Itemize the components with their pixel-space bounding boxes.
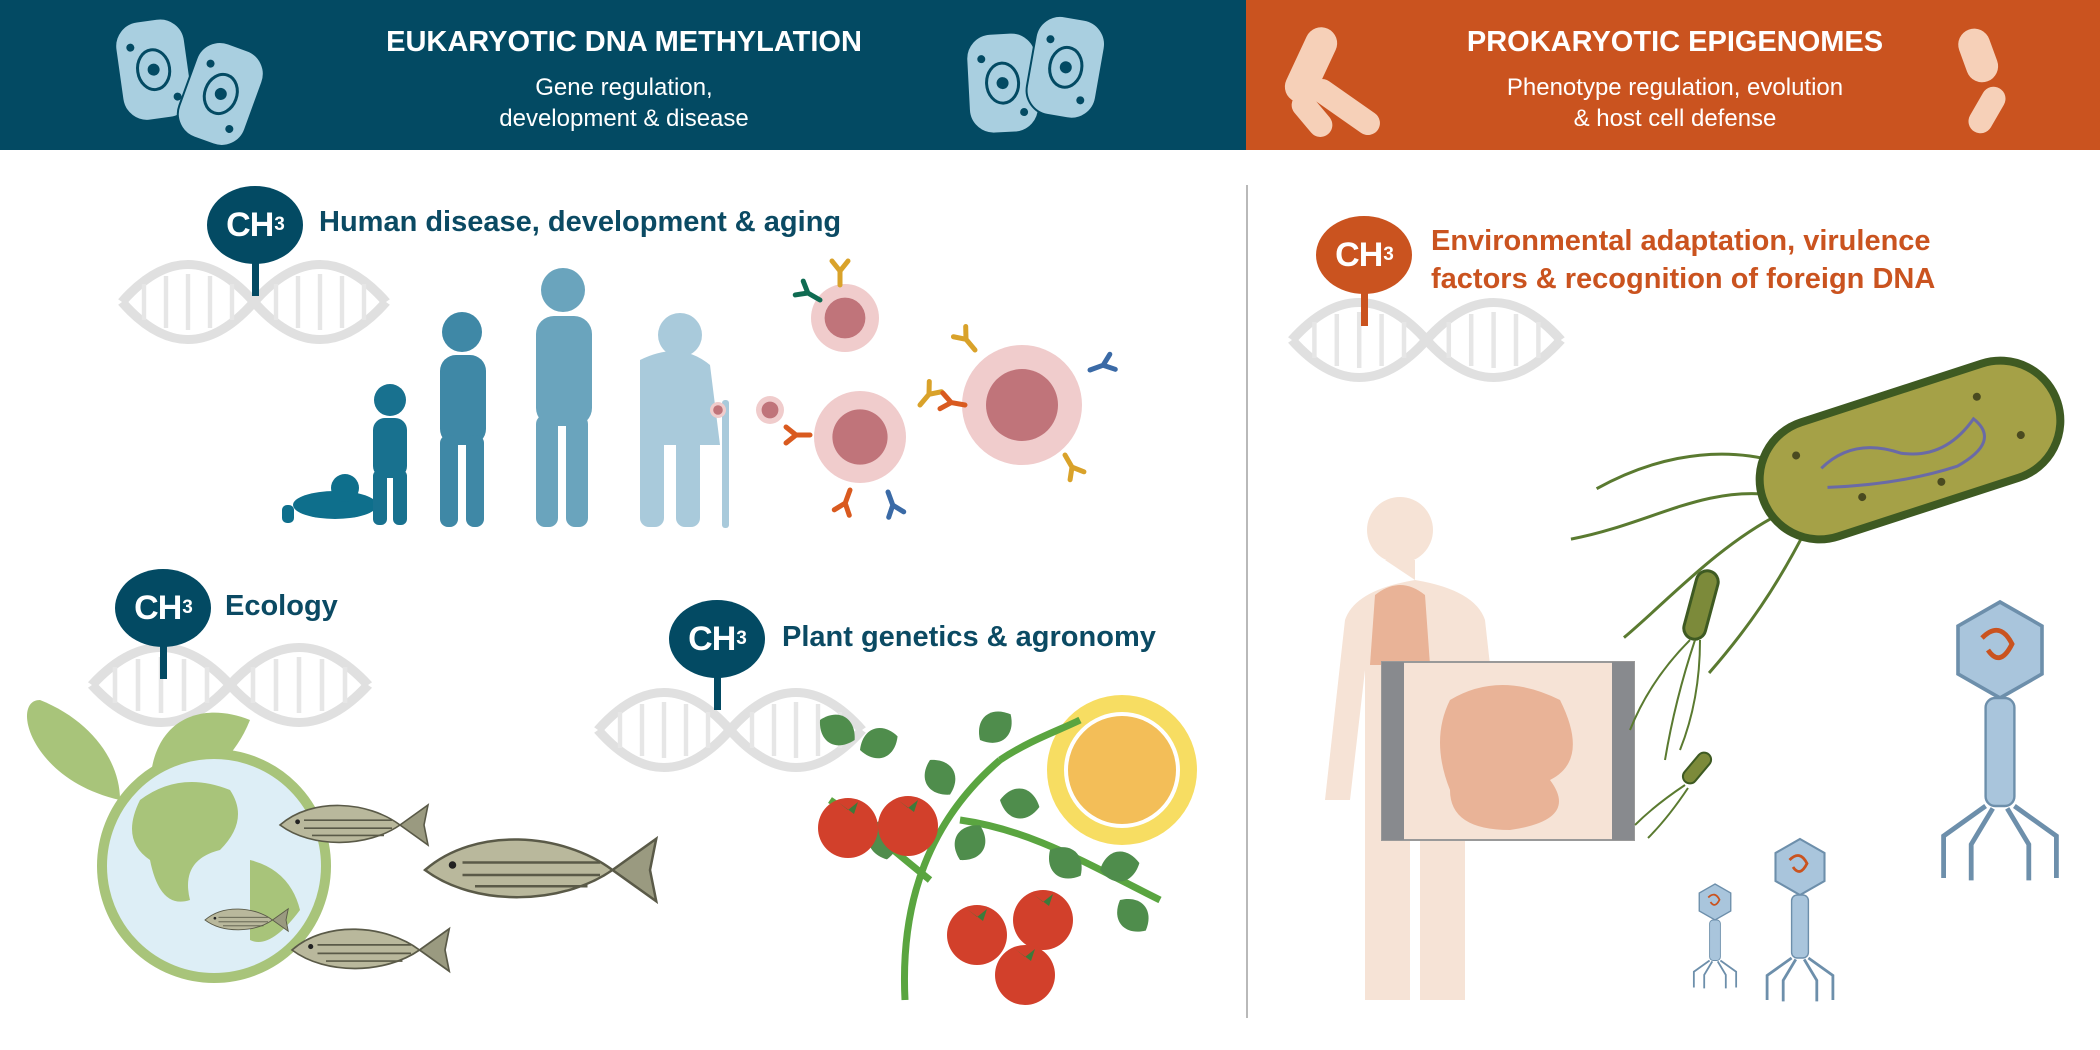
dna-helix-prokaryote — [1292, 303, 1561, 378]
sun-icon — [1047, 695, 1197, 845]
badge-subscript: 3 — [274, 214, 285, 235]
prokaryotic-subtitle-line1: Phenotype regulation, evolution — [1506, 74, 1844, 101]
gut-inset — [1381, 661, 1635, 841]
immune-cells — [710, 261, 1115, 517]
badge-text: CH — [1335, 235, 1383, 274]
badge-text: CH — [688, 619, 736, 658]
heading-ecology: Ecology — [225, 590, 338, 622]
prokaryotic-title: PROKARYOTIC EPIGENOMES — [1466, 26, 1884, 58]
plant-illustration — [812, 695, 1197, 1005]
badge-stem — [252, 262, 259, 296]
baby-silhouette — [282, 474, 377, 523]
badge-stem — [1361, 292, 1368, 326]
eukaryotic-cell-icons-right — [963, 10, 1111, 137]
eukaryotic-cell-icons-left — [110, 13, 273, 155]
bacteria-icons-left — [1284, 27, 1380, 137]
section-divider — [1246, 185, 1248, 1018]
heading-prokaryote-line2: factors & recognition of foreign DNA — [1431, 263, 1936, 295]
badge-stem — [714, 676, 721, 710]
badge-subscript: 3 — [1383, 244, 1394, 265]
eukaryotic-subtitle-line2: development & disease — [499, 105, 749, 132]
bacterium-illustration — [1570, 356, 2065, 839]
heading-prokaryote-line1: Environmental adaptation, virulence — [1431, 225, 1931, 257]
badge-subscript: 3 — [182, 597, 193, 618]
heading-human: Human disease, development & aging — [319, 206, 842, 238]
badge-stem — [160, 645, 167, 679]
eukaryotic-subtitle: Gene regulation, development & disease — [499, 72, 749, 134]
human-life-stages — [282, 268, 729, 528]
bacteria-icons-right — [1958, 28, 2006, 134]
badge-subscript: 3 — [736, 628, 747, 649]
prokaryotic-subtitle: Phenotype regulation, evolution & host c… — [1507, 72, 1843, 134]
prokaryotic-header: PROKARYOTIC EPIGENOMES Phenotype regulat… — [1246, 0, 2100, 150]
badge-text: CH — [226, 205, 274, 244]
dna-helix-ecology — [92, 648, 368, 723]
child-silhouette — [373, 384, 407, 525]
teen-silhouette — [440, 312, 486, 527]
prokaryotic-subtitle-line2: & host cell defense — [1573, 105, 1777, 132]
bacteriophages — [1692, 602, 2057, 1003]
adult-silhouette — [536, 268, 592, 527]
elderly-silhouette — [640, 313, 729, 528]
heading-prokaryote: Environmental adaptation, virulence fact… — [1431, 222, 1935, 298]
heading-plant: Plant genetics & agronomy — [782, 621, 1156, 653]
ecology-illustration — [26, 700, 658, 983]
badge-text: CH — [134, 588, 182, 627]
eukaryotic-title: EUKARYOTIC DNA METHYLATION — [386, 26, 862, 58]
eukaryotic-subtitle-line1: Gene regulation, — [535, 74, 713, 101]
